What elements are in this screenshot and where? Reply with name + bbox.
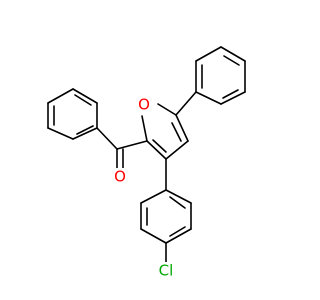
ketone-oxygen-label: O [114,168,126,186]
atom-labels: O O Cl [110,96,178,280]
molecule-structure: O O Cl [47,46,246,280]
chlorophenyl-ring [140,158,192,263]
furan-ring [141,103,189,160]
chlorine-label: Cl [159,262,174,280]
benzoyl-phenyl-ring [47,88,98,140]
top-phenyl-ring [175,46,246,116]
furan-oxygen-label: O [138,96,150,114]
carbonyl-group [96,127,148,169]
